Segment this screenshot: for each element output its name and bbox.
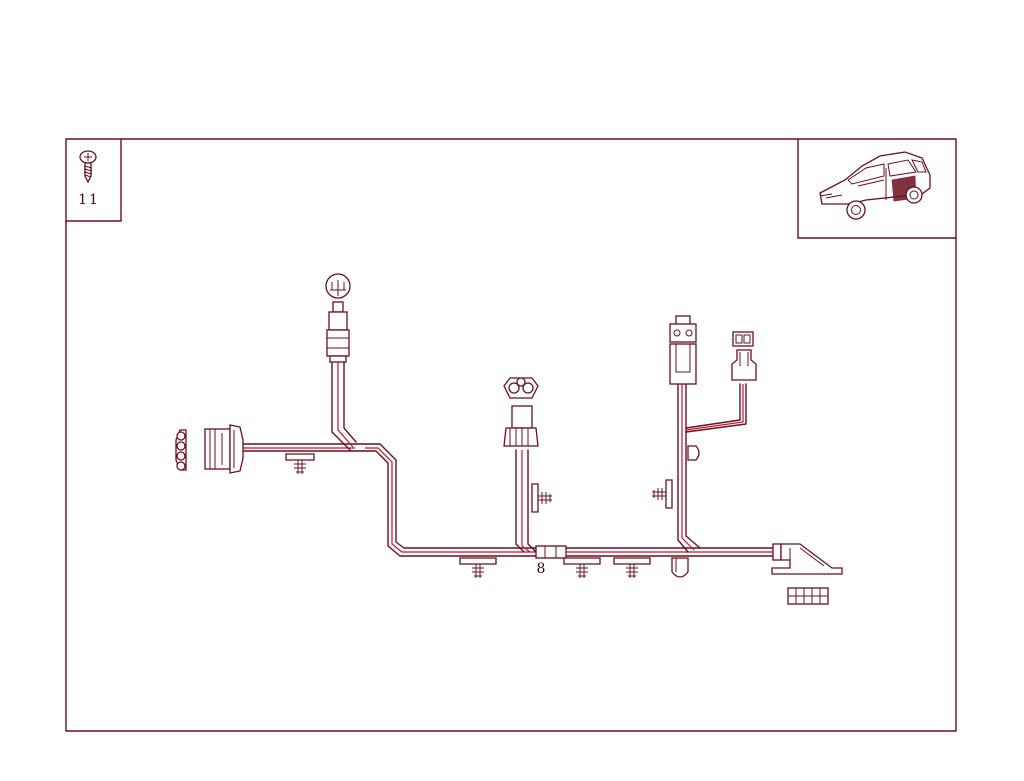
connector-main-right [771,543,843,605]
screw-icon [79,150,97,184]
connector-3-pin-center [503,377,539,447]
main-harness-trunk [242,359,776,559]
connector-2-pin-right [731,331,757,381]
harness-clip [652,479,673,509]
harness-clip [459,557,497,578]
diagram-frame [65,138,957,732]
harness-label: 8 [537,561,546,577]
grommet [671,445,700,578]
harness-clip [531,483,552,513]
vehicle-locator-box [797,138,957,239]
harness-clip [563,557,601,578]
connector-top [325,273,351,363]
harness-clip [285,453,315,474]
legend-box: 11 [65,138,122,222]
connector-4-pin-left [175,424,244,474]
suv-car-icon [819,151,931,220]
part-number-label: 11 [78,192,100,208]
harness-clip [613,557,651,578]
connector-right-tall [669,315,697,385]
